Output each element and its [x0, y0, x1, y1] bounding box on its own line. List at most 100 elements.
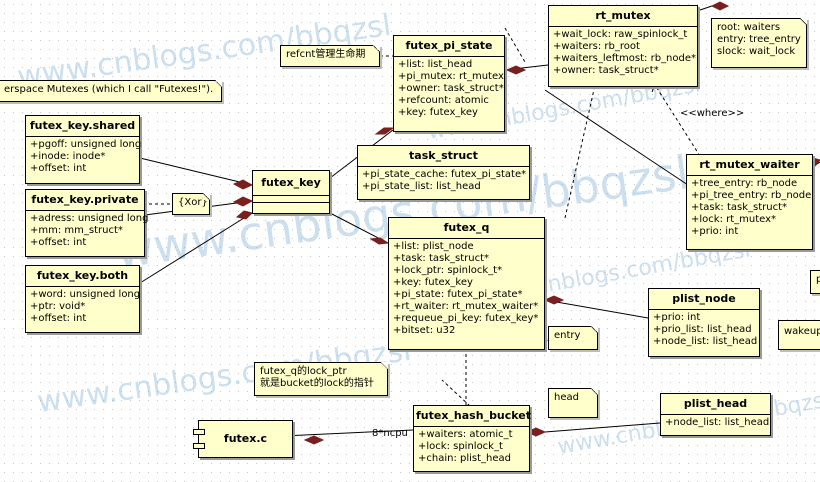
attribute: +waiters_leftmost: rb_node*	[553, 53, 697, 64]
diamond-key-shared	[232, 179, 254, 190]
attribute: +chain: plist_head	[418, 453, 512, 464]
diamond-pistate-rtmutex	[505, 65, 527, 75]
attribute: +owner: task_struct*	[398, 83, 504, 94]
class-name: futex_key.private	[26, 190, 144, 211]
attribute: +ptr: void*	[30, 301, 86, 312]
note-refcnt-text: refcnt管理生命期	[286, 49, 366, 60]
attribute: +key: futex_key	[393, 277, 473, 288]
attribute: +prio_list: list_head	[653, 324, 752, 335]
class-futex-key[interactable]: futex_key	[252, 170, 330, 214]
note-p-fragment: p	[810, 270, 820, 294]
attribute: +key: futex_key	[398, 107, 478, 118]
attribute: +node_list: list_head	[665, 417, 770, 428]
line-rtmutex-note	[699, 5, 713, 11]
class-futex-q[interactable]: futex_q +list: plist_node +task: task_st…	[388, 217, 545, 350]
class-plist-head[interactable]: plist_head +node_list: list_head	[660, 393, 771, 436]
line-bucket-plisthead	[544, 422, 661, 433]
note-userspace-text: erspace Mutexes (which I call "Futexes!"…	[4, 84, 214, 95]
diamond-futexq-plistnode	[543, 295, 565, 305]
note-head-text: head	[554, 392, 579, 403]
diamond-rtmutex-note	[710, 1, 730, 11]
class-name: futex_key	[253, 171, 329, 196]
attribute: +pi_state_list: list_head	[362, 181, 481, 192]
attribute: +pi_state_cache: futex_pi_state*	[362, 169, 527, 180]
attribute: +mm: mm_struct*	[30, 225, 123, 236]
class-rt-mutex[interactable]: rt_mutex +wait_lock: raw_spinlock_t +wai…	[548, 5, 698, 87]
note-entry: entry	[548, 326, 598, 350]
attribute: +waiters: rb_root	[553, 41, 640, 52]
class-name: plist_node	[649, 289, 759, 310]
note-lock-ptr-line2: 就是bucket的lock的指针	[260, 378, 374, 389]
attribute: +pgoff: unsigned long	[30, 139, 142, 150]
attribute: +task: task_struct*	[691, 202, 788, 213]
attribute: +pi_mutex: rt_mutex	[398, 71, 504, 82]
attribute: +rt_waiter: rt_mutex_waiter*	[393, 301, 539, 312]
attribute: +list: plist_node	[393, 241, 474, 252]
attribute: +list: list_head	[398, 59, 473, 70]
class-futex-key-private[interactable]: futex_key.private +adress: unsigned long…	[25, 189, 149, 257]
class-name: task_struct	[358, 146, 529, 167]
attribute: +adress: unsigned long	[30, 213, 149, 224]
note-p-text: p	[816, 274, 820, 285]
note-rt-mutex-root: root: waiters entry: tree_entry slock: w…	[711, 18, 807, 68]
class-plist-node[interactable]: plist_node +prio: int +prio_list: list_h…	[648, 288, 760, 357]
attribute: +lock_ptr: spinlock_t*	[393, 265, 503, 276]
note-userspace: erspace Mutexes (which I call "Futexes!"…	[0, 80, 222, 102]
component-name: futex.c	[223, 432, 268, 445]
diamond-component-bucket	[303, 435, 325, 445]
note-lock-ptr-line1: futex_q的lock_ptr	[260, 366, 347, 377]
note-wakeup-text: wakeup	[784, 326, 820, 337]
note-xor-text: {Xor}	[178, 197, 208, 208]
diamond-pistate-key	[374, 127, 395, 135]
note-xor: {Xor}	[172, 193, 210, 215]
note-wakeup: wakeup	[778, 320, 820, 350]
diamond-key-private	[232, 196, 254, 207]
dep-pistate-rtmutex	[504, 27, 526, 63]
class-name: futex_key.both	[26, 266, 139, 287]
class-name: futex_pi_state	[394, 36, 504, 57]
dep-where	[654, 84, 701, 157]
attribute: +requeue_pi_key: futex_key*	[393, 313, 539, 324]
attribute: +tree_entry: rb_node	[691, 178, 798, 189]
component-futex-c[interactable]: futex.c	[193, 420, 293, 458]
attribute: +waiters: atomic_t	[418, 429, 513, 440]
attribute: +pi_tree_entry: rb_node	[691, 190, 812, 201]
class-futex-key-both[interactable]: futex_key.both +word: unsigned long +ptr…	[25, 265, 140, 333]
attribute: +offset: int	[30, 237, 87, 248]
note-refcnt: refcnt管理生命期	[280, 45, 380, 67]
attribute: +refcount: atomic	[398, 95, 489, 106]
class-futex-key-shared[interactable]: futex_key.shared +pgoff: unsigned long +…	[25, 115, 142, 184]
attribute: +prio: int	[653, 312, 701, 323]
note-root-line3: slock: wait_lock	[717, 46, 796, 57]
attribute: +node_list: list_head	[653, 336, 758, 347]
component-tab	[193, 443, 205, 449]
attribute: +wait_lock: raw_spinlock_t	[553, 29, 688, 40]
class-name: rt_mutex	[549, 6, 697, 27]
note-root-line2: entry: tree_entry	[717, 34, 801, 45]
class-name: futex_hash_bucket	[414, 406, 531, 427]
attribute: +lock: rt_mutex*	[691, 214, 777, 225]
attribute: +offset: int	[30, 163, 87, 174]
class-name: rt_mutex_waiter	[687, 155, 812, 176]
line-both-key	[139, 212, 253, 284]
class-futex-hash-bucket[interactable]: futex_hash_bucket +waiters: atomic_t +lo…	[413, 405, 531, 472]
component-tab	[193, 429, 205, 435]
line-futexq-plistnode	[544, 299, 649, 319]
dep-futexq-rtmutex	[564, 84, 596, 219]
label-where: <<where>>	[680, 108, 745, 119]
class-task-struct[interactable]: task_struct +pi_state_cache: futex_pi_st…	[357, 145, 530, 200]
attribute: +task: task_struct*	[393, 253, 490, 264]
attribute: +bitset: u32	[393, 325, 456, 336]
note-entry-text: entry	[554, 330, 581, 341]
diamond-futexq-key	[369, 237, 390, 245]
class-futex-pi-state[interactable]: futex_pi_state +list: list_head +pi_mute…	[393, 35, 505, 132]
attribute: +pi_state: futex_pi_state*	[393, 289, 523, 300]
label-multiplicity: 8*ncpu	[372, 428, 408, 439]
attribute: +inode: inode*	[30, 151, 106, 162]
attribute: +lock: spinlock_t	[418, 441, 503, 452]
class-rt-mutex-waiter[interactable]: rt_mutex_waiter +tree_entry: rb_node +pi…	[686, 154, 813, 250]
class-name: futex_q	[389, 218, 544, 239]
note-root-line1: root: waiters	[717, 22, 781, 33]
line-rtmutex-waiter	[544, 89, 689, 186]
